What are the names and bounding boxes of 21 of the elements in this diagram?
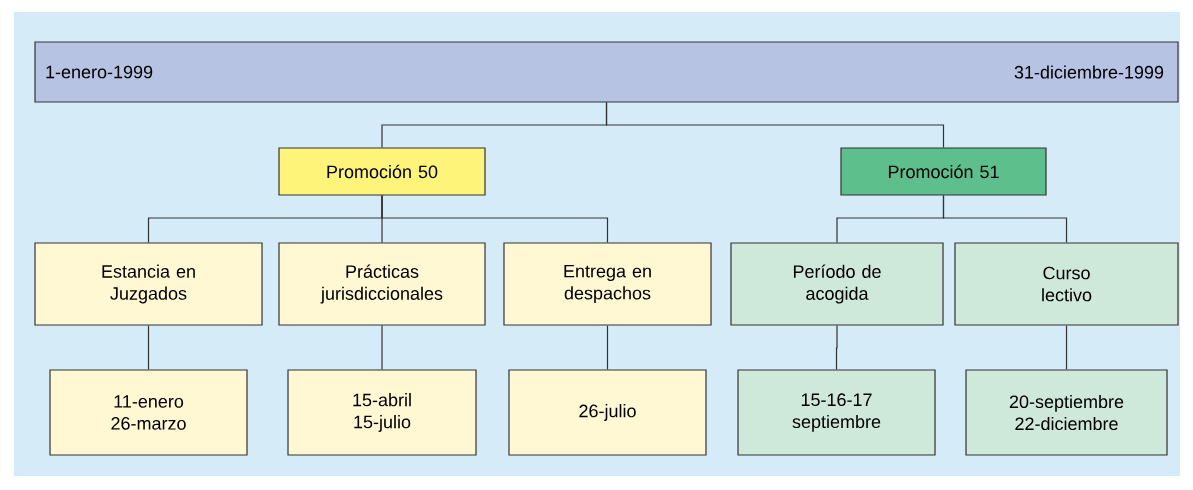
connector-line	[835, 325, 838, 370]
date-box: 15-16-17 septiembre	[737, 369, 936, 456]
date-box: 26-julio	[508, 369, 707, 456]
timeline-bar: 1-enero-1999 31-diciembre-1999	[34, 41, 1179, 103]
date-box: 15-abril 15-julio	[287, 369, 477, 456]
activity-box: Período de acogida	[730, 242, 944, 326]
group-box: Promoción 51	[840, 147, 1047, 196]
activity-box: Entrega en despachos	[503, 242, 712, 326]
activity-box: Curso lectivo	[954, 242, 1179, 326]
connector-line	[381, 195, 609, 243]
connector-line	[605, 102, 945, 148]
group-box: Promoción 50	[278, 147, 486, 196]
activity-box: Estancia en Juzgados	[34, 242, 263, 326]
date-box: 20-septiembre 22-diciembre	[965, 369, 1168, 456]
date-box: 11-enero 26-marzo	[49, 369, 248, 456]
connector-line	[147, 325, 150, 370]
connector-line	[381, 325, 383, 370]
connector-line	[606, 325, 609, 370]
activity-box: Prácticas jurisdiccionales	[278, 242, 486, 326]
connector-line	[1065, 325, 1068, 370]
connector-line	[942, 195, 1068, 243]
